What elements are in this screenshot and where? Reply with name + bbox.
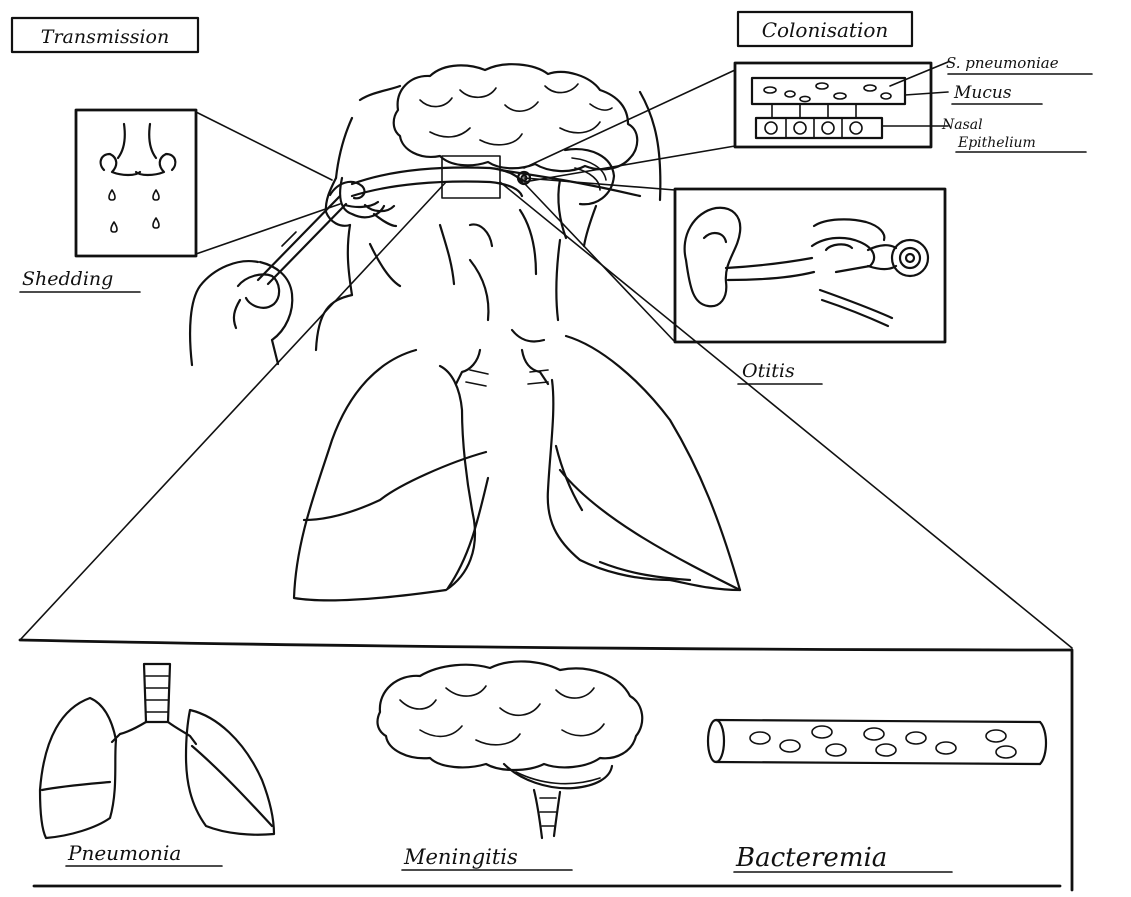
otitis-label: Otitis xyxy=(742,360,795,382)
meningitis-brain-icon xyxy=(378,661,643,838)
mucus-label: Mucus xyxy=(953,83,1012,103)
s-pneumoniae-label: S. pneumoniae xyxy=(946,54,1059,72)
colonisation-label: Colonisation xyxy=(762,18,889,42)
central-lungs xyxy=(294,336,740,600)
pneumonia-lungs-icon xyxy=(40,664,274,838)
colonisation-title: Colonisation xyxy=(738,12,912,46)
hand-with-swab xyxy=(190,196,346,365)
nose-droplet-inset xyxy=(76,110,340,256)
projection-lines xyxy=(20,182,1072,648)
transmission-label: Transmission xyxy=(41,26,169,48)
ear-inset xyxy=(524,178,945,342)
transmission-title: Transmission xyxy=(12,18,198,52)
airway-tubes xyxy=(352,156,640,198)
shedding-label: Shedding xyxy=(22,268,113,290)
meningitis-label: Meningitis xyxy=(403,845,518,869)
nasal-epithelium-label-line2: Epithelium xyxy=(957,135,1036,151)
head-brain xyxy=(394,64,638,246)
bacteremia-label: Bacteremia xyxy=(735,843,887,873)
nasal-epithelium-label-line1: Nasal xyxy=(941,117,983,133)
droplets xyxy=(109,190,159,232)
bacteremia-vessel-icon xyxy=(708,720,1046,764)
pneumonia-label: Pneumonia xyxy=(67,841,181,865)
